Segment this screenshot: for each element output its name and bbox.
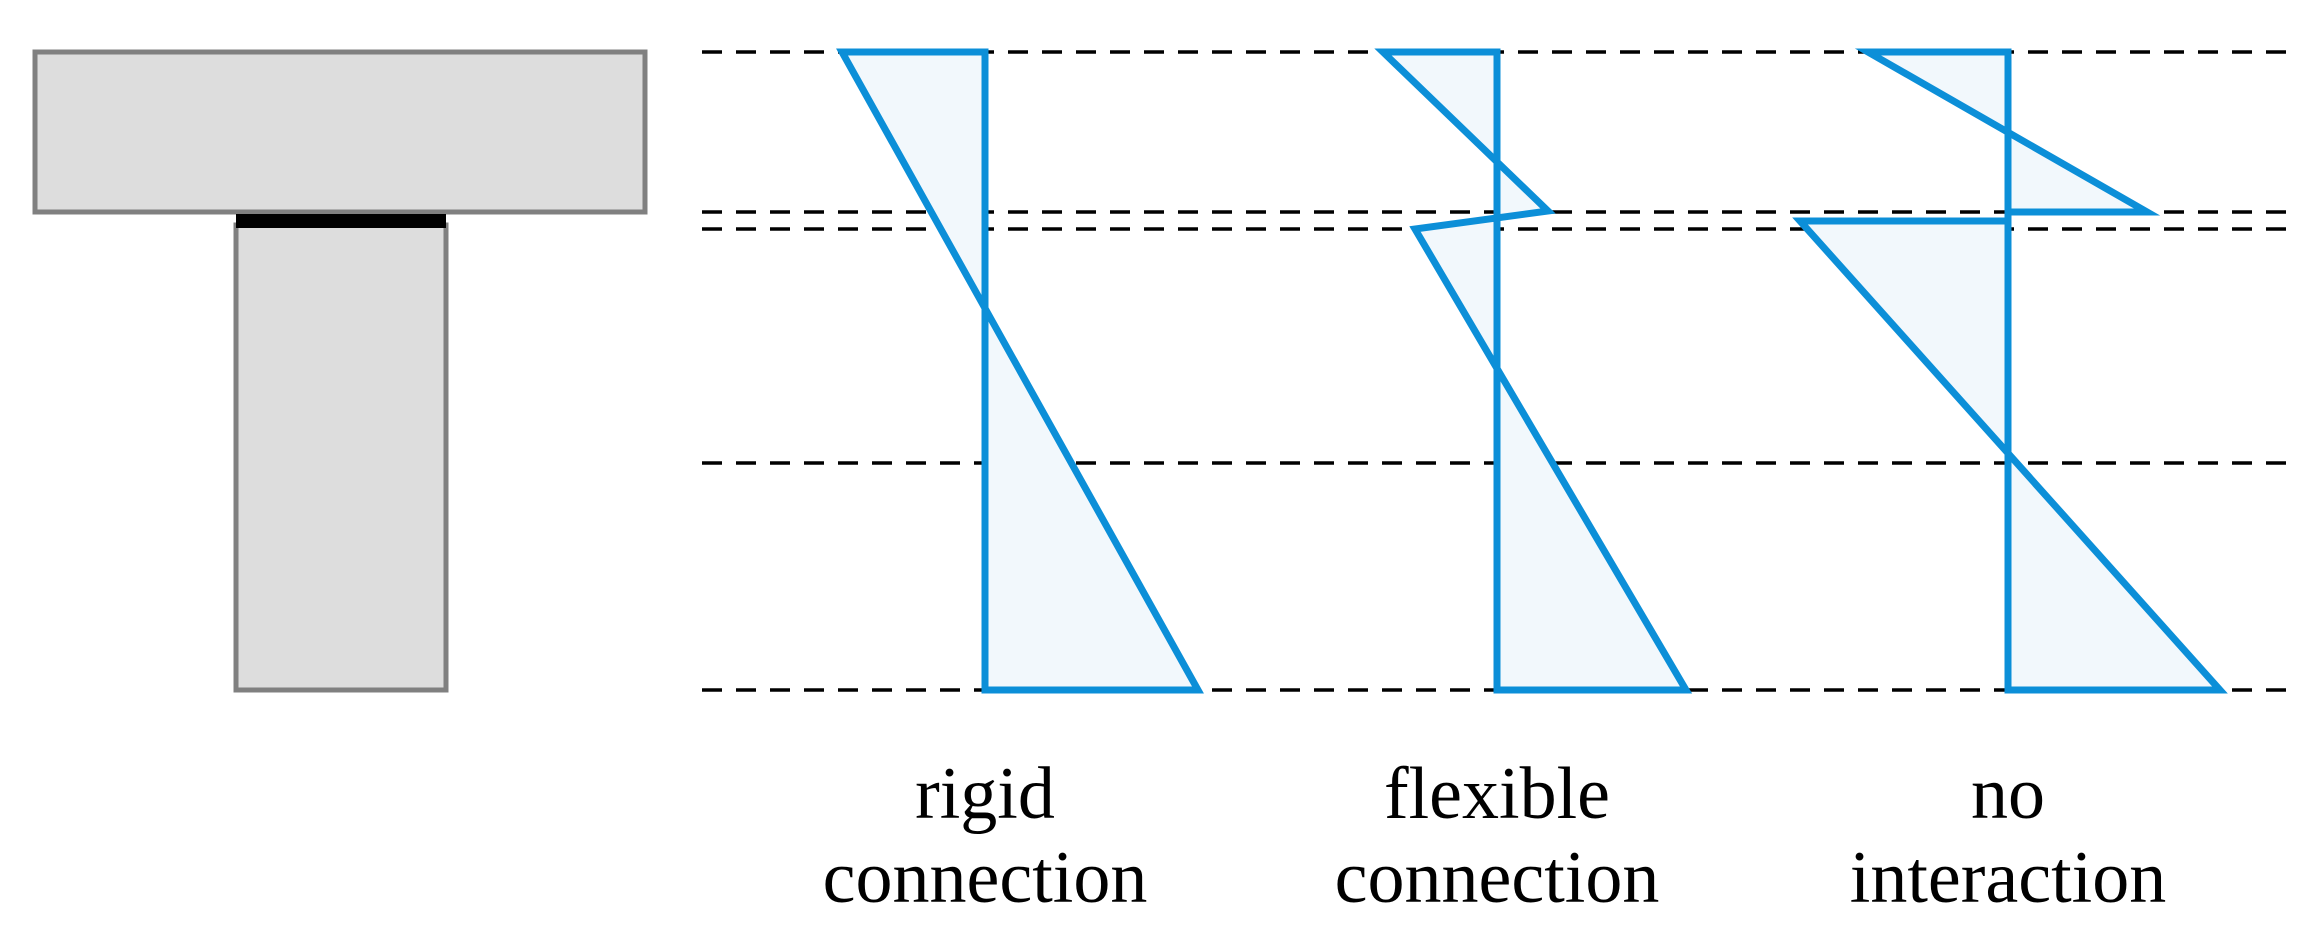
strain-profile-no-interaction bbox=[1792, 48, 2228, 694]
captions: rigid connection flexible connection no … bbox=[823, 753, 2167, 919]
caption-no-interaction-line2: interaction bbox=[1850, 837, 2166, 919]
caption-rigid-line2: connection bbox=[823, 837, 1148, 919]
beam-web bbox=[233, 222, 449, 693]
caption-no-interaction-line1: no bbox=[1971, 753, 2045, 835]
strain-profile-flexible bbox=[1374, 48, 1693, 694]
interface-connector-layer bbox=[236, 214, 446, 228]
caption-flexible-line2: connection bbox=[1335, 837, 1660, 919]
t-beam-cross-section bbox=[32, 49, 648, 693]
strain-profile-rigid bbox=[836, 48, 1204, 694]
slab-flange bbox=[32, 49, 648, 215]
strain-profile-flexible-shape bbox=[1374, 48, 1693, 694]
caption-flexible-line1: flexible bbox=[1384, 753, 1610, 835]
strain-profile-rigid-shape bbox=[836, 48, 1204, 694]
caption-rigid-line1: rigid bbox=[915, 753, 1055, 835]
